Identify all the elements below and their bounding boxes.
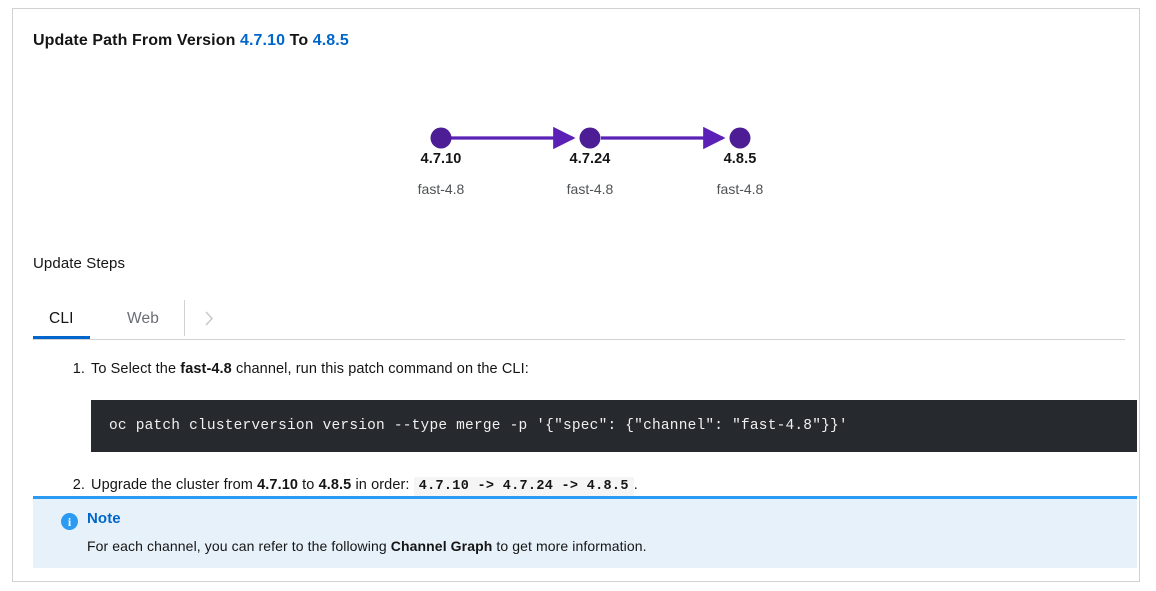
step-2: 2. Upgrade the cluster from 4.7.10 to 4.… xyxy=(13,475,1141,497)
from-version-label: 4.7.10 xyxy=(240,32,286,49)
node-channel: fast-4.8 xyxy=(716,181,764,197)
note-channel-graph-label: Channel Graph xyxy=(390,538,493,554)
patch-command-code-block[interactable]: oc patch clusterversion version --type m… xyxy=(91,400,1137,452)
step-2-text: Upgrade the cluster from 4.7.10 to 4.8.5… xyxy=(91,475,1121,497)
note-body-before: For each channel, you can refer to the f… xyxy=(87,538,391,554)
tabs-vertical-divider xyxy=(184,300,185,336)
to-version-label: 4.8.5 xyxy=(312,32,349,49)
update-steps-body: 1. To Select the fast-4.8 channel, run t… xyxy=(13,340,1141,496)
step-2-text-end: . xyxy=(633,477,638,493)
page-title: Update Path From Version 4.7.10 To 4.8.5 xyxy=(33,32,349,50)
step-1: 1. To Select the fast-4.8 channel, run t… xyxy=(13,359,1141,452)
graph-node-4710[interactable] xyxy=(430,127,452,149)
step-1-channel: fast-4.8 xyxy=(180,361,232,377)
step-1-text-before: To Select the xyxy=(91,361,181,377)
step-2-text-after: in order: xyxy=(351,477,414,493)
note-alert: i Note For each channel, you can refer t… xyxy=(33,496,1137,568)
update-steps-tabs: CLI Web xyxy=(33,298,1125,340)
tab-web[interactable]: Web xyxy=(127,310,160,327)
note-body: For each channel, you can refer to the f… xyxy=(87,536,1117,556)
tabs-divider-line xyxy=(33,339,1125,340)
graph-node-label-0: 4.7.10 fast-4.8 xyxy=(361,149,521,198)
info-circle-icon: i xyxy=(61,513,78,530)
title-separator: To xyxy=(289,32,309,49)
tabs-scroll-right-button[interactable] xyxy=(185,298,233,339)
step-2-text-before: Upgrade the cluster from xyxy=(91,477,258,493)
node-version: 4.7.24 xyxy=(569,151,611,167)
note-title: Note xyxy=(87,510,121,527)
tab-cli[interactable]: CLI xyxy=(33,298,90,339)
node-version: 4.8.5 xyxy=(723,151,757,167)
chevron-right-icon xyxy=(205,311,213,326)
graph-node-485[interactable] xyxy=(729,127,751,149)
graph-node-4724[interactable] xyxy=(579,127,601,149)
step-2-to-version: 4.8.5 xyxy=(318,477,352,493)
node-channel: fast-4.8 xyxy=(566,181,614,197)
update-steps-heading: Update Steps xyxy=(33,255,126,272)
step-2-number: 2. xyxy=(72,477,85,493)
graph-node-label-1: 4.7.24 fast-4.8 xyxy=(510,149,670,198)
page-title-prefix: Update Path From Version xyxy=(33,32,236,49)
update-path-graph: 4.7.10 fast-4.8 4.7.24 fast-4.8 4.8.5 fa… xyxy=(33,104,1119,219)
update-path-card: Update Path From Version 4.7.10 To 4.8.5… xyxy=(12,8,1140,582)
node-channel: fast-4.8 xyxy=(417,181,465,197)
note-body-after: to get more information. xyxy=(492,538,647,554)
step-1-text: To Select the fast-4.8 channel, run this… xyxy=(91,359,1121,380)
step-2-from-version: 4.7.10 xyxy=(257,477,299,493)
upgrade-order-code: 4.7.10 -> 4.7.24 -> 4.8.5 xyxy=(413,477,634,496)
update-path-edges xyxy=(430,126,751,150)
graph-node-label-2: 4.8.5 fast-4.8 xyxy=(660,149,820,198)
step-1-number: 1. xyxy=(72,361,85,377)
node-version: 4.7.10 xyxy=(420,151,462,167)
step-2-text-mid: to xyxy=(298,477,319,493)
patch-command-text: oc patch clusterversion version --type m… xyxy=(109,417,848,434)
step-1-text-after: channel, run this patch command on the C… xyxy=(231,361,529,377)
